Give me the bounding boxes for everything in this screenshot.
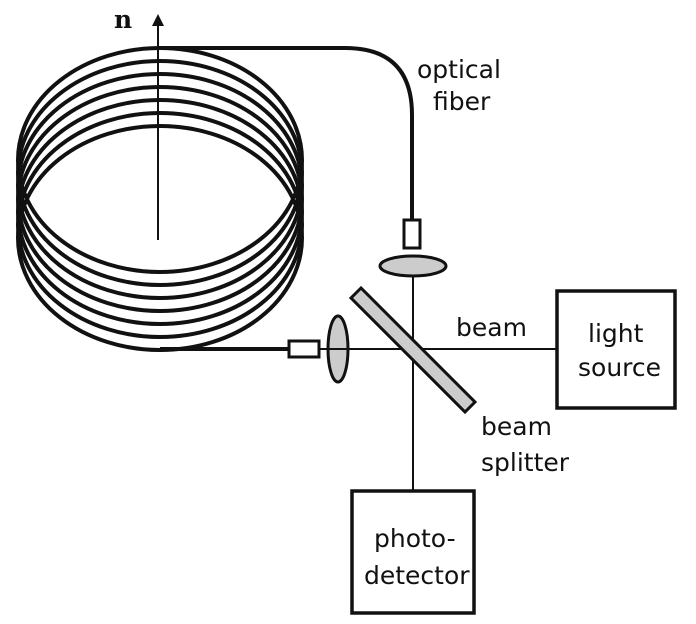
fiber-connector-top — [402, 218, 422, 250]
light-source-label-line2: source — [578, 353, 662, 382]
fiber-connector-left — [287, 339, 321, 359]
light-source-box — [555, 289, 677, 410]
photodetector-label-line1: photo- — [374, 524, 456, 553]
lens-top — [378, 254, 448, 278]
normal-vector-label: n — [114, 5, 133, 34]
optical-fiber-label-line2: fiber — [433, 87, 491, 116]
coil-loop — [16, 72, 304, 300]
light-source-label-line1: light — [588, 319, 644, 348]
beam-splitter — [348, 285, 478, 415]
beam-splitter-label-line2: splitter — [481, 448, 570, 477]
coil-loop — [16, 98, 304, 326]
fiber-coil — [16, 46, 304, 352]
beam-splitter-label-line1: beam — [481, 412, 552, 441]
optical-fiber-label-line1: optical — [417, 55, 501, 84]
beam-label: beam — [456, 313, 527, 342]
coil-loop — [16, 111, 304, 339]
photodetector-label-line2: detector — [364, 561, 470, 590]
coil-loop — [16, 85, 304, 313]
coil-loop — [16, 59, 304, 287]
fiber-lead-top — [160, 46, 414, 220]
photodetector-box — [350, 489, 476, 615]
